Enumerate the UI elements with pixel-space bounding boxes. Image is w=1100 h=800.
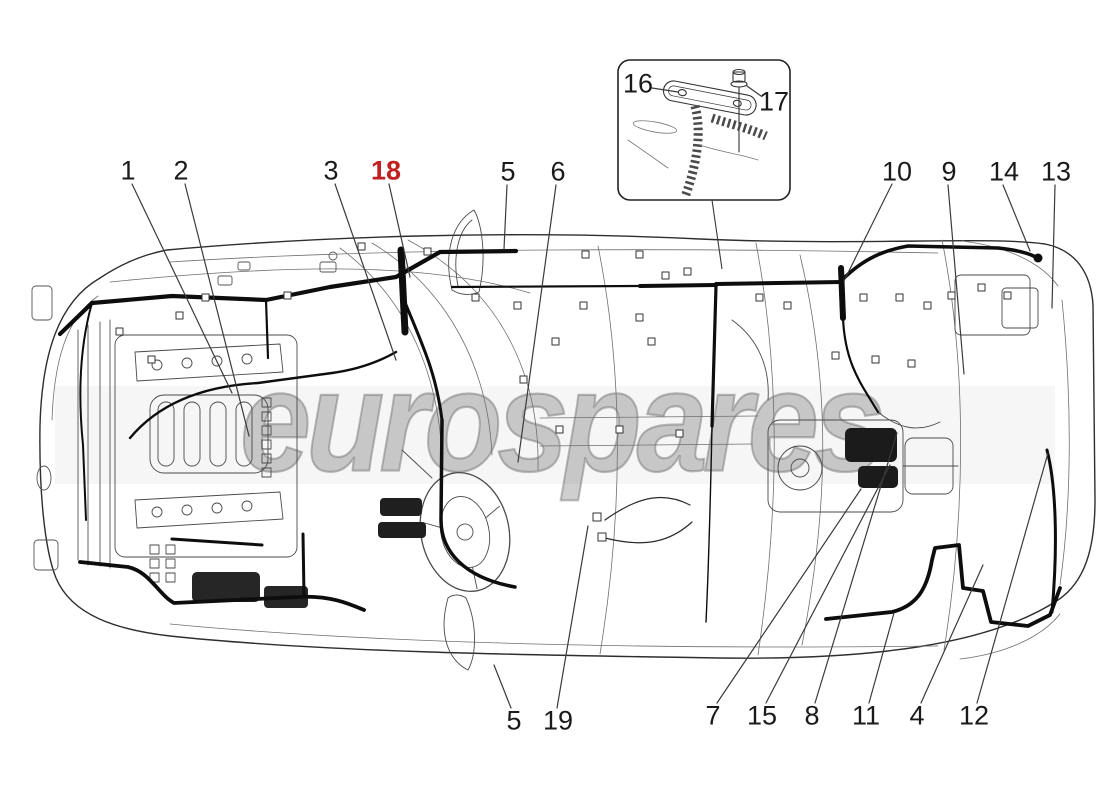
- front-end-detail: [31, 251, 338, 571]
- callout-14: 14: [988, 156, 1020, 187]
- fuse-ladder: [261, 397, 272, 478]
- callout-19: 19: [542, 705, 574, 736]
- inset-detail-box: [617, 59, 791, 270]
- callout-5: 5: [506, 705, 522, 736]
- engine-detail: [114, 334, 298, 558]
- leader-line-17: [746, 85, 762, 97]
- inset-panel-lines: [627, 120, 759, 169]
- callout-7: 7: [705, 700, 721, 731]
- callout-3: 3: [323, 155, 339, 186]
- leader-line-7: [716, 488, 862, 704]
- callout-16: 16: [622, 68, 654, 99]
- callout-11: 11: [851, 700, 881, 731]
- mirror-fins: [443, 209, 484, 671]
- callout-4: 4: [909, 700, 925, 731]
- trunk-detail: [954, 274, 1039, 336]
- callout-6: 6: [550, 156, 566, 187]
- leader-line-13: [1051, 184, 1056, 309]
- leader-line-11: [868, 612, 895, 704]
- wiring-harness-thick: [57, 244, 1062, 628]
- leader-line-2: [184, 183, 250, 437]
- leader-line-18: [388, 183, 411, 278]
- callout-2: 2: [173, 155, 189, 186]
- leader-line-8: [814, 432, 898, 704]
- leader-line-9: [947, 184, 965, 375]
- inset-leader-line: [711, 199, 723, 270]
- callout-10: 10: [881, 156, 913, 187]
- leader-line-19: [556, 525, 589, 709]
- steering-wheel: [419, 471, 511, 593]
- leader-line-10: [843, 183, 893, 282]
- leader-line-15: [765, 464, 891, 704]
- transaxle-detail: [731, 319, 959, 513]
- callout-1: 1: [120, 155, 136, 186]
- bolt: [730, 68, 748, 153]
- leader-line-5: [503, 184, 508, 250]
- callout-12: 12: [958, 700, 990, 731]
- callout-15: 15: [746, 700, 778, 731]
- leader-line-6: [517, 184, 557, 463]
- leader-line-14: [1002, 184, 1031, 252]
- callout-5: 5: [500, 156, 516, 187]
- leader-line-12: [976, 452, 1049, 704]
- callout-17: 17: [758, 86, 790, 117]
- leader-line-4: [920, 564, 984, 704]
- connector-squares: [115, 242, 1012, 542]
- leader-line-1: [131, 183, 233, 394]
- fuel-pump-modules: [845, 428, 898, 488]
- seat-wires: [604, 496, 693, 544]
- car-body-outline: [39, 234, 1096, 659]
- leader-line-16: [651, 87, 679, 93]
- dash-modules: [378, 498, 426, 538]
- ribbed-conduits: [680, 104, 768, 199]
- leader-lines: [131, 85, 1056, 709]
- leader-line-5: [493, 664, 512, 709]
- callout-9: 9: [941, 156, 957, 187]
- callout-18: 18: [370, 155, 402, 186]
- callout-13: 13: [1040, 156, 1072, 187]
- callout-8: 8: [804, 700, 820, 731]
- leader-line-3: [334, 183, 397, 361]
- steering-column: [401, 449, 433, 479]
